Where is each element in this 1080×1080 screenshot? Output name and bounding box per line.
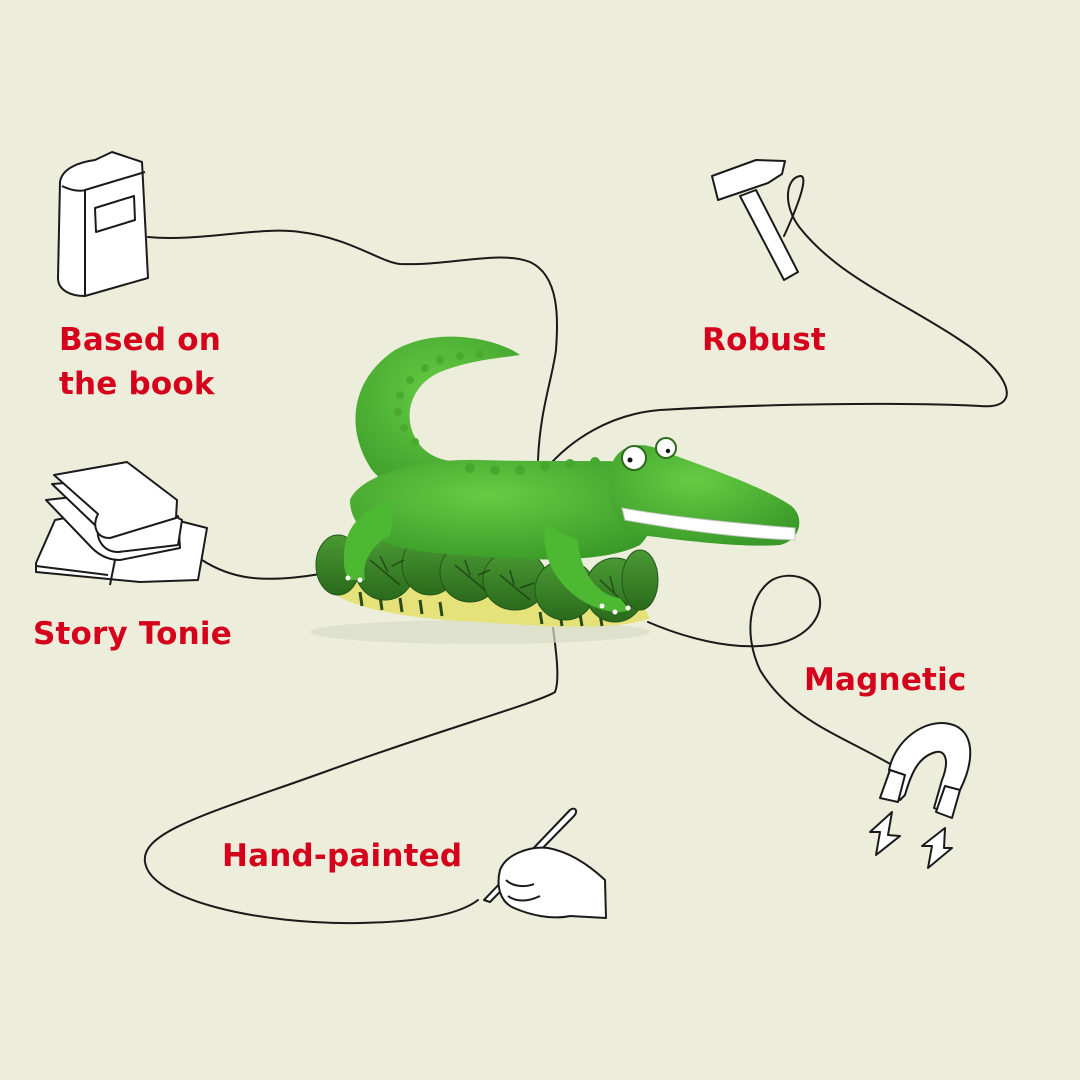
book-icon xyxy=(57,151,149,297)
stack-of-books-icon xyxy=(35,461,208,586)
connector-magnetic xyxy=(647,574,893,766)
feature-label-story-tonie: Story Tonie xyxy=(33,612,232,656)
feature-label-robust: Robust xyxy=(702,318,826,362)
label-line: Based on xyxy=(59,322,221,358)
label-line: Story Tonie xyxy=(33,616,232,652)
connector-robust xyxy=(544,175,1008,471)
connector-based-on-book xyxy=(147,229,558,461)
feature-label-hand-painted: Hand-painted xyxy=(222,834,462,878)
feature-label-based-on-book: Based on the book xyxy=(59,318,221,406)
connector-story-tonie xyxy=(201,559,321,580)
hand-with-brush-icon xyxy=(483,807,607,919)
label-line: Robust xyxy=(702,322,826,358)
connector-hand-painted xyxy=(143,627,559,925)
label-line: Magnetic xyxy=(804,662,967,698)
hammer-icon xyxy=(711,159,799,281)
label-line: the book xyxy=(59,366,215,402)
label-line: Hand-painted xyxy=(222,838,463,874)
magnet-icon xyxy=(869,722,972,869)
feature-label-magnetic: Magnetic xyxy=(804,658,966,702)
